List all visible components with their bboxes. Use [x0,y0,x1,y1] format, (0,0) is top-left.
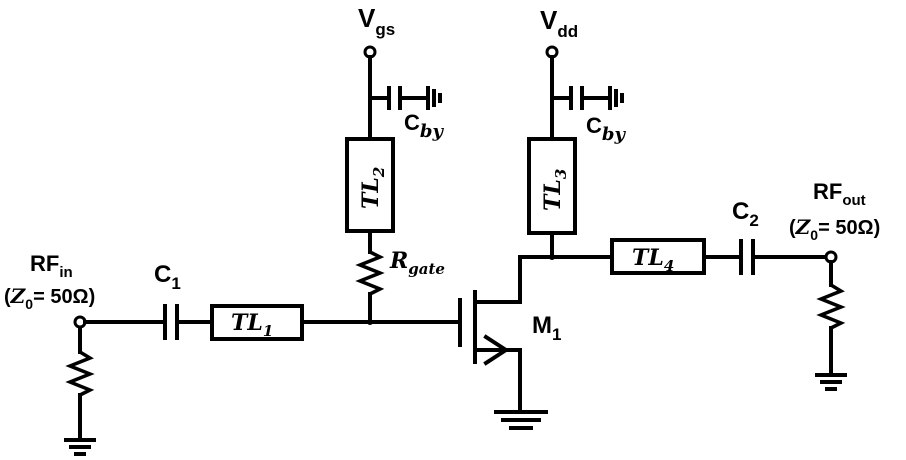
tl3-label: TL3 [540,169,570,211]
rfout-label: RFout [813,179,866,209]
tl1-label: TL1 [231,310,273,340]
z0-in-label: (Z0= 50Ω) [4,284,95,312]
input-termination [64,320,96,456]
drain-junction [549,254,555,260]
tl2-box [345,137,395,233]
rfin-label: RFin [30,251,73,281]
c1-label: C1 [154,261,181,293]
tl4-label: TL4 [632,245,674,275]
rgate-label: Rgate [389,248,445,278]
m1-label: M1 [532,312,561,344]
c2-label: C2 [732,198,759,230]
tl4-box [610,238,706,275]
tl1-box [210,304,304,341]
z0-out-label: (Z0= 50Ω) [789,215,880,243]
m1-transistor [458,255,548,430]
output-termination [815,260,847,391]
cby-drain-capacitor [550,86,624,110]
cby-drain-label: Cby [586,113,626,145]
cby-gate-label: Cby [404,110,444,142]
cby-gate-capacitor [368,86,442,110]
vgs-label: Vgs [358,3,395,39]
vdd-label: Vdd [540,5,578,41]
rgate-resistor [355,250,385,296]
tl2-label: TL2 [358,167,388,209]
